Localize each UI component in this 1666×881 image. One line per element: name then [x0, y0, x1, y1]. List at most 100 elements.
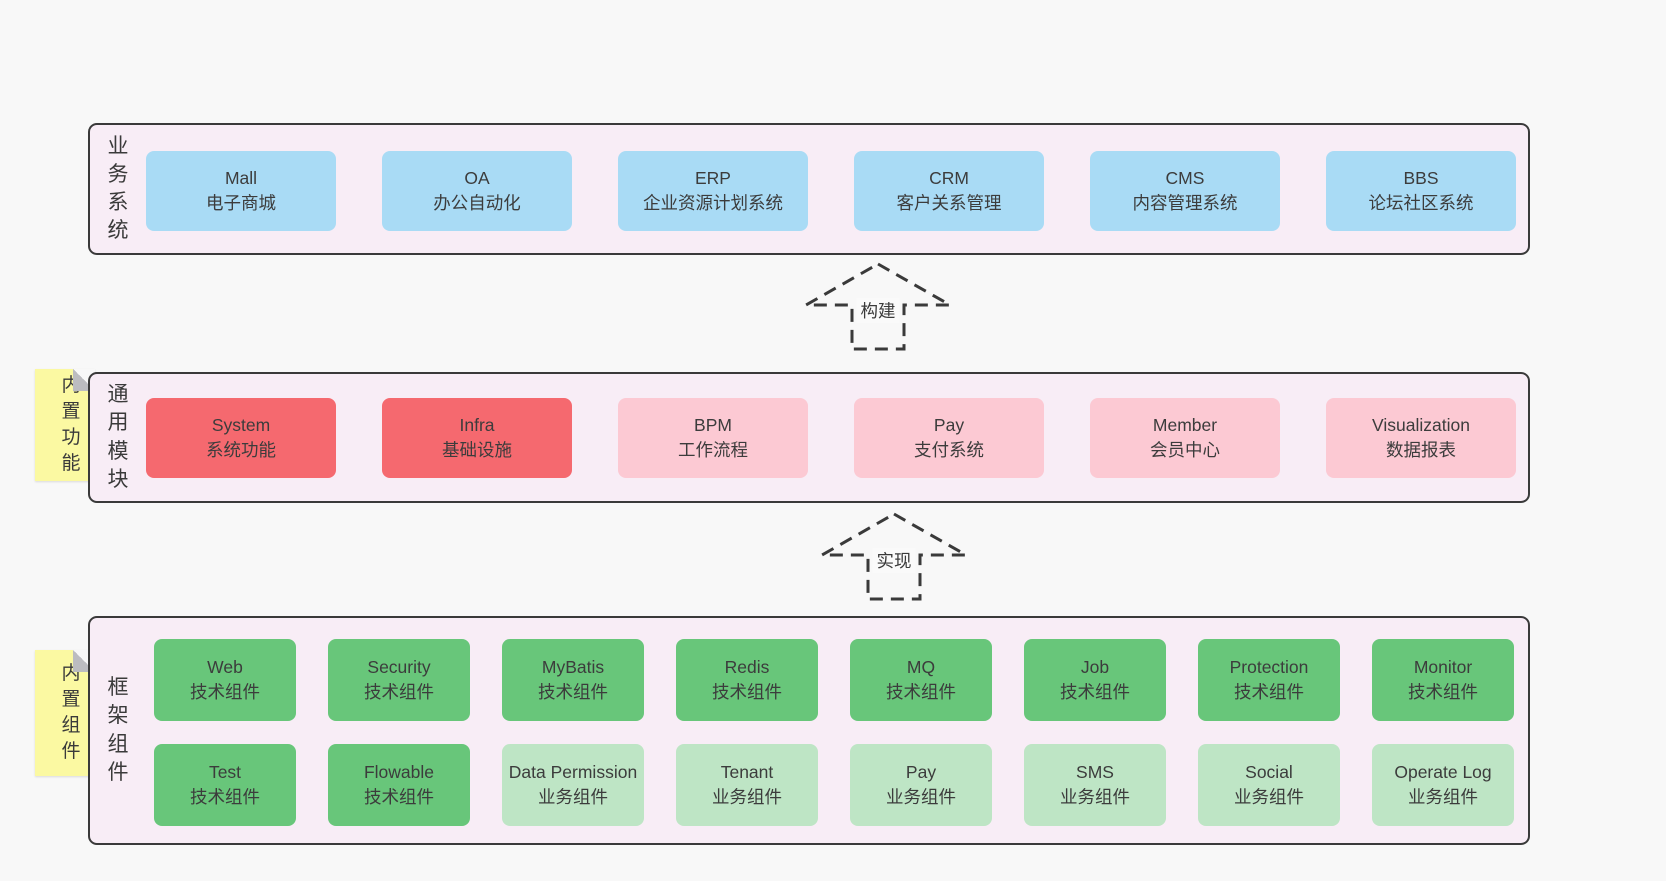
box-data-permission: Data Permission 业务组件 — [502, 744, 644, 826]
box-security: Security 技术组件 — [328, 639, 470, 721]
box-subtitle: 论坛社区系统 — [1368, 193, 1474, 213]
box-subtitle: 业务组件 — [712, 787, 782, 807]
box-flowable: Flowable 技术组件 — [328, 744, 470, 826]
box-title: Monitor — [1413, 657, 1473, 678]
box-title: System — [211, 415, 271, 436]
box-title: Tenant — [720, 762, 774, 783]
sticky-tag-built-in-features: 内置功能 — [35, 369, 95, 481]
box-title: Social — [1245, 762, 1293, 783]
box-title: Infra — [459, 415, 495, 436]
box-subtitle: 基础设施 — [442, 440, 512, 460]
box-subtitle: 企业资源计划系统 — [643, 193, 783, 213]
box-infra: Infra 基础设施 — [382, 398, 572, 478]
up-arrow-build: 构建 — [798, 260, 958, 352]
box-title: Web — [207, 657, 243, 678]
box-visualization: Visualization 数据报表 — [1326, 398, 1516, 478]
box-subtitle: 系统功能 — [206, 440, 276, 460]
box-monitor: Monitor 技术组件 — [1372, 639, 1514, 721]
box-bbs: BBS 论坛社区系统 — [1326, 151, 1516, 231]
box-oa: OA 办公自动化 — [382, 151, 572, 231]
box-subtitle: 内容管理系统 — [1132, 193, 1238, 213]
box-title: Flowable — [363, 762, 435, 783]
box-subtitle: 支付系统 — [914, 440, 984, 460]
box-job: Job 技术组件 — [1024, 639, 1166, 721]
box-subtitle: 办公自动化 — [433, 193, 521, 213]
box-system: System 系统功能 — [146, 398, 336, 478]
box-crm: CRM 客户关系管理 — [854, 151, 1044, 231]
box-title: Job — [1080, 657, 1110, 678]
box-title: ERP — [695, 168, 731, 189]
box-subtitle: 技术组件 — [886, 682, 956, 702]
dashed-up-arrow-icon — [800, 262, 956, 351]
box-title: Pay — [905, 762, 937, 783]
business-systems-row: Mall 电子商城 OA 办公自动化 ERP 企业资源计划系统 CRM 客户关系… — [146, 151, 1516, 231]
box-title: OA — [464, 168, 490, 189]
box-subtitle: 业务组件 — [1060, 787, 1130, 807]
box-subtitle: 技术组件 — [190, 787, 260, 807]
box-erp: ERP 企业资源计划系统 — [618, 151, 808, 231]
box-title: MQ — [906, 657, 936, 678]
box-subtitle: 数据报表 — [1386, 440, 1456, 460]
box-social: Social 业务组件 — [1198, 744, 1340, 826]
band-framework-components: 框架组件 Web 技术组件 Security 技术组件 MyBatis 技术组件… — [88, 616, 1530, 845]
box-subtitle: 业务组件 — [1408, 787, 1478, 807]
sticky-tag-label: 内置功能 — [61, 374, 81, 475]
box-mybatis: MyBatis 技术组件 — [502, 639, 644, 721]
box-title: CRM — [929, 168, 969, 189]
framework-components-row-2: Test 技术组件 Flowable 技术组件 Data Permission … — [154, 744, 1514, 826]
box-member: Member 会员中心 — [1090, 398, 1280, 478]
box-operate-log: Operate Log 业务组件 — [1372, 744, 1514, 826]
box-cms: CMS 内容管理系统 — [1090, 151, 1280, 231]
box-subtitle: 电子商城 — [206, 193, 276, 213]
box-redis: Redis 技术组件 — [676, 639, 818, 721]
box-title: CMS — [1165, 168, 1205, 189]
box-subtitle: 技术组件 — [1060, 682, 1130, 702]
box-subtitle: 工作流程 — [678, 440, 748, 460]
box-subtitle: 技术组件 — [1234, 682, 1304, 702]
box-subtitle: 技术组件 — [190, 682, 260, 702]
box-title: SMS — [1076, 762, 1114, 783]
box-web: Web 技术组件 — [154, 639, 296, 721]
framework-components-row-1: Web 技术组件 Security 技术组件 MyBatis 技术组件 Redi… — [154, 639, 1514, 721]
sticky-tag-label: 内置组件 — [61, 662, 81, 763]
band-business-systems: 业务系统 Mall 电子商城 OA 办公自动化 ERP 企业资源计划系统 CRM… — [88, 123, 1530, 255]
box-subtitle: 技术组件 — [364, 682, 434, 702]
box-subtitle: 业务组件 — [1234, 787, 1304, 807]
box-title: MyBatis — [541, 657, 605, 678]
box-title: Visualization — [1372, 415, 1470, 436]
box-pay-component: Pay 业务组件 — [850, 744, 992, 826]
box-mall: Mall 电子商城 — [146, 151, 336, 231]
box-mq: MQ 技术组件 — [850, 639, 992, 721]
box-test: Test 技术组件 — [154, 744, 296, 826]
common-modules-row: System 系统功能 Infra 基础设施 BPM 工作流程 Pay 支付系统… — [146, 398, 1516, 478]
box-title: Test — [208, 762, 242, 783]
box-subtitle: 技术组件 — [1408, 682, 1478, 702]
box-title: Protection — [1229, 657, 1309, 678]
box-subtitle: 业务组件 — [886, 787, 956, 807]
box-title: Member — [1152, 415, 1218, 436]
arrow-label: 构建 — [856, 298, 900, 323]
band-common-modules: 通用模块 System 系统功能 Infra 基础设施 BPM 工作流程 Pay… — [88, 372, 1530, 503]
box-subtitle: 技术组件 — [538, 682, 608, 702]
box-protection: Protection 技术组件 — [1198, 639, 1340, 721]
box-sms: SMS 业务组件 — [1024, 744, 1166, 826]
box-tenant: Tenant 业务组件 — [676, 744, 818, 826]
sticky-tag-built-in-components: 内置组件 — [35, 650, 95, 776]
band-vertical-label: 框架组件 — [107, 676, 129, 784]
box-title: Data Permission — [508, 762, 638, 783]
box-title: Operate Log — [1394, 762, 1492, 783]
box-subtitle: 技术组件 — [712, 682, 782, 702]
box-title: Security — [367, 657, 431, 678]
up-arrow-implement: 实现 — [814, 510, 974, 602]
box-title: BPM — [694, 415, 732, 436]
box-title: Pay — [933, 415, 965, 436]
box-pay-system: Pay 支付系统 — [854, 398, 1044, 478]
dashed-up-arrow-icon — [816, 512, 972, 601]
band-vertical-label: 业务系统 — [107, 134, 129, 243]
box-subtitle: 技术组件 — [364, 787, 434, 807]
band-vertical-label: 通用模块 — [107, 383, 129, 491]
box-subtitle: 会员中心 — [1150, 440, 1220, 460]
box-bpm: BPM 工作流程 — [618, 398, 808, 478]
box-title: BBS — [1403, 168, 1439, 189]
arrow-label: 实现 — [872, 548, 916, 573]
